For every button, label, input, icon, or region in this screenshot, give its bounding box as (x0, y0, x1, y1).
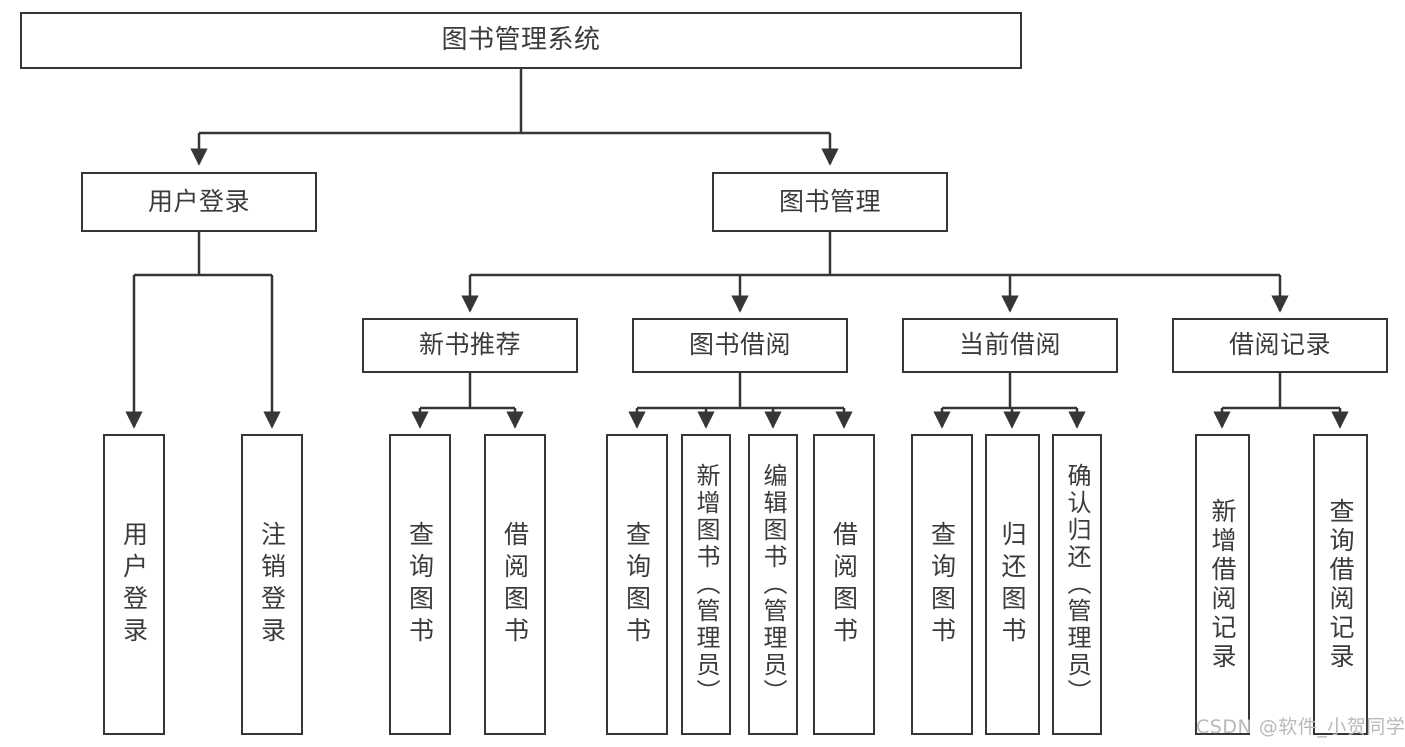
leaf-add-book-admin[interactable]: 新增图书（管理员） (681, 434, 731, 735)
leaf-borrow-book-2-label: 借阅图书 (829, 520, 859, 649)
node-borrow-record-label: 借阅记录 (1228, 330, 1331, 360)
leaf-borrow-book-1[interactable]: 借阅图书 (484, 434, 546, 735)
node-book-manage-label: 图书管理 (778, 186, 881, 216)
leaf-user-login-label: 用户登录 (119, 520, 149, 649)
node-new-book-rec[interactable]: 新书推荐 (362, 318, 578, 373)
leaf-query-book-2-label: 查询图书 (622, 520, 652, 649)
node-book-manage[interactable]: 图书管理 (712, 172, 948, 232)
leaf-add-borrow-record-label: 新增借阅记录 (1208, 497, 1237, 672)
node-book-borrow-label: 图书借阅 (688, 330, 791, 360)
node-user-login-label: 用户登录 (147, 186, 250, 216)
leaf-add-book-admin-label: 新增图书（管理员） (692, 463, 720, 706)
node-current-borrow-label: 当前借阅 (958, 330, 1061, 360)
node-user-login[interactable]: 用户登录 (81, 172, 317, 232)
leaf-edit-book-admin-label: 编辑图书（管理员） (759, 463, 787, 706)
leaf-query-borrow-record-label: 查询借阅记录 (1326, 497, 1355, 672)
leaf-return-book[interactable]: 归还图书 (985, 434, 1040, 735)
node-book-borrow[interactable]: 图书借阅 (632, 318, 848, 373)
node-borrow-record[interactable]: 借阅记录 (1172, 318, 1388, 373)
leaf-query-book-2[interactable]: 查询图书 (606, 434, 668, 735)
leaf-edit-book-admin[interactable]: 编辑图书（管理员） (748, 434, 798, 735)
leaf-user-login[interactable]: 用户登录 (103, 434, 165, 735)
leaf-query-book-3-label: 查询图书 (927, 520, 957, 649)
leaf-confirm-return-admin[interactable]: 确认归还（管理员） (1052, 434, 1102, 735)
leaf-logout-label: 注销登录 (257, 520, 287, 649)
leaf-borrow-book-2[interactable]: 借阅图书 (813, 434, 875, 735)
csdn-watermark: CSDN @软件_小贺同学 (1196, 716, 1405, 738)
leaf-query-book-1[interactable]: 查询图书 (389, 434, 451, 735)
leaf-borrow-book-1-label: 借阅图书 (500, 520, 530, 649)
node-root-label: 图书管理系统 (441, 24, 601, 55)
leaf-add-borrow-record[interactable]: 新增借阅记录 (1195, 434, 1250, 735)
leaf-return-book-label: 归还图书 (998, 520, 1027, 649)
node-new-book-rec-label: 新书推荐 (418, 330, 521, 360)
node-root[interactable]: 图书管理系统 (20, 12, 1022, 69)
leaf-query-borrow-record[interactable]: 查询借阅记录 (1313, 434, 1368, 735)
node-current-borrow[interactable]: 当前借阅 (902, 318, 1118, 373)
leaf-confirm-return-admin-label: 确认归还（管理员） (1063, 463, 1091, 706)
leaf-query-book-1-label: 查询图书 (405, 520, 435, 649)
leaf-query-book-3[interactable]: 查询图书 (911, 434, 973, 735)
leaf-logout[interactable]: 注销登录 (241, 434, 303, 735)
